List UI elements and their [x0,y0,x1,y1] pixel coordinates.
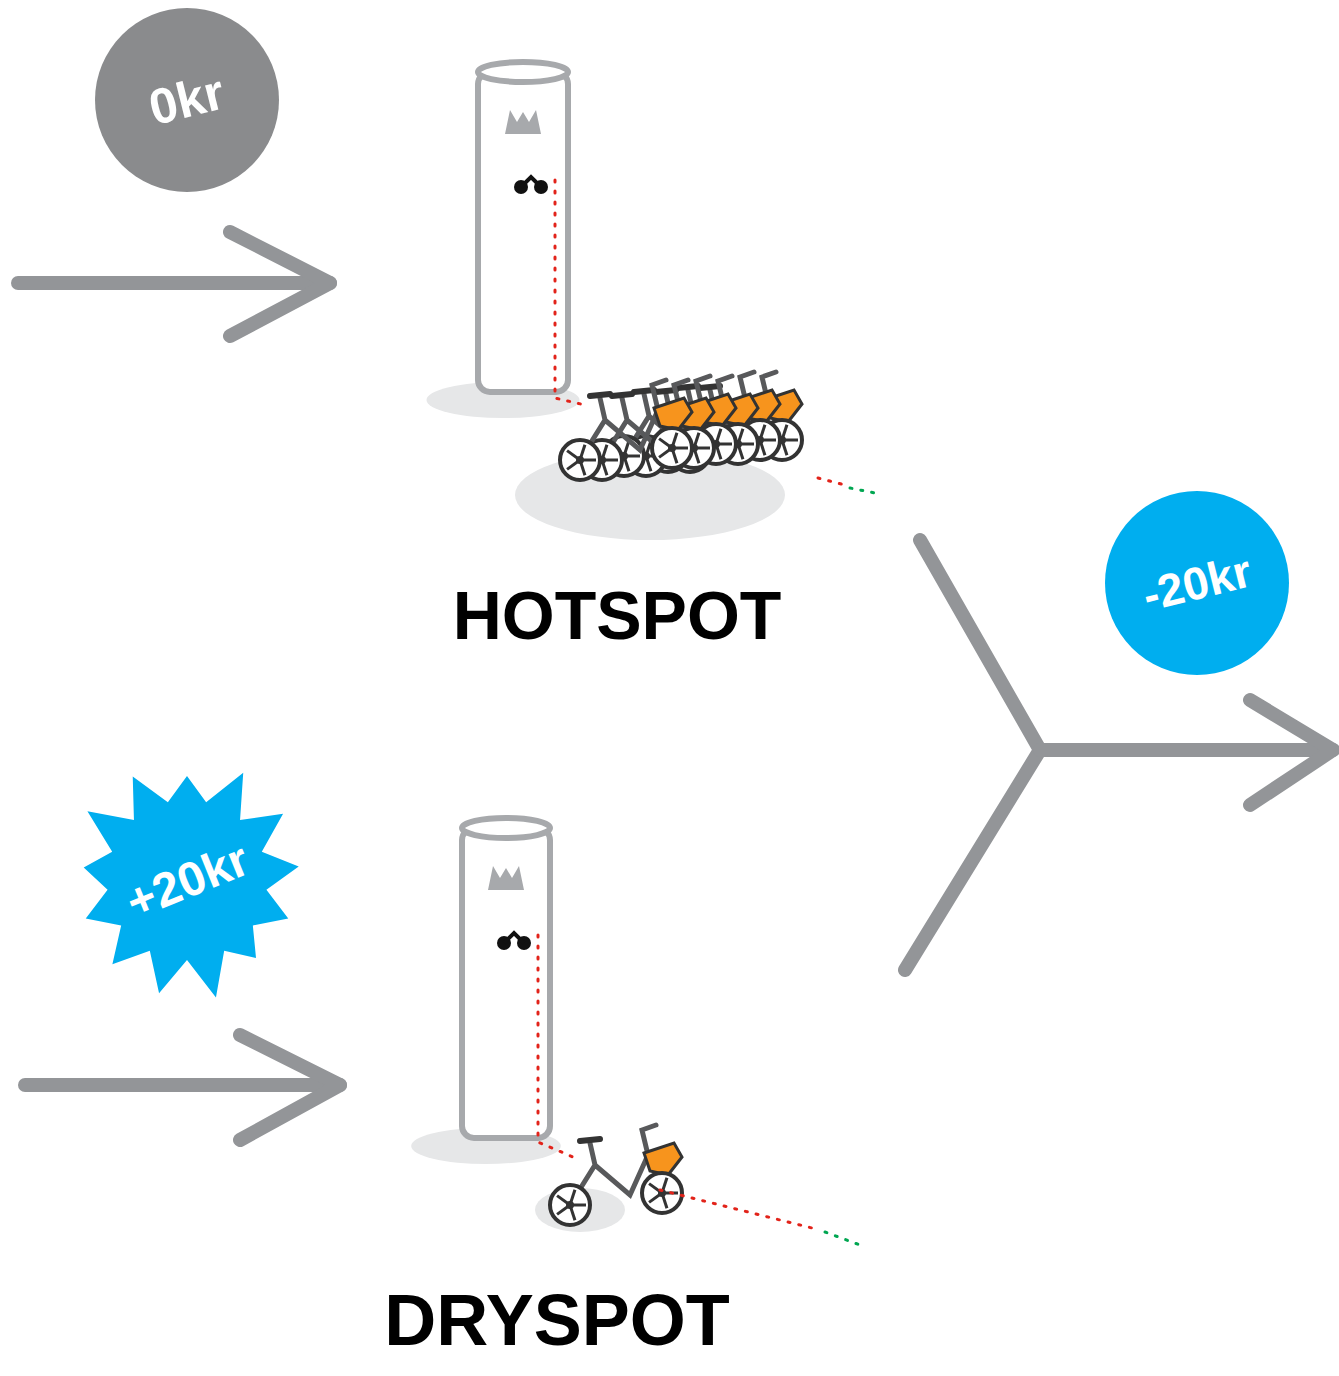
spot-title: HOTSPOT [453,576,782,654]
bike-station-pillar [427,62,580,418]
shared-bike [560,380,692,480]
price-badge: -20kr [1104,490,1290,676]
flow-arrow [1250,700,1333,805]
signal-dots [850,488,875,493]
flow-arrow [1040,743,1333,757]
signal-dots [660,1190,820,1230]
shared-bike [626,376,758,476]
shared-bike [648,372,780,472]
flow-arrow [18,276,330,290]
flow-arrow [230,232,330,336]
bonus-starburst: +20kr [62,755,312,1005]
signal-dots [825,1232,860,1245]
signal-dots [555,180,585,405]
price-badge: 0kr [94,7,280,193]
flow-arrow [905,540,1040,970]
flow-arrow [25,1078,340,1092]
price-text: 0kr [144,63,231,137]
spot-title: DRYSPOT [384,1279,729,1361]
signal-dots [538,935,580,1160]
price-text: -20kr [1137,544,1257,623]
price-text: +20kr [118,831,256,929]
flow-arrow [240,1035,340,1140]
shared-bike [550,1125,682,1225]
signal-dots [818,478,845,485]
